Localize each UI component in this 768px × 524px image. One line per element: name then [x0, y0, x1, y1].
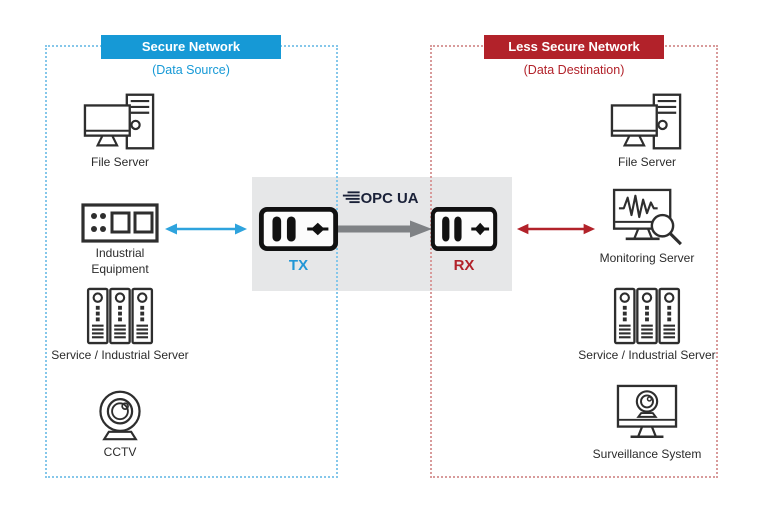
opc-ua-logo: OPC UA — [341, 187, 423, 212]
less-secure-network-title: Less Secure Network — [484, 35, 664, 59]
node-industrial-equipment: Industrial Equipment — [70, 203, 170, 277]
node-monitoring-server: Monitoring Server — [562, 188, 732, 267]
tx-device — [258, 206, 339, 257]
node-label: File Server — [617, 155, 676, 169]
rx-label: RX — [453, 257, 475, 274]
node-label: File Server — [90, 155, 149, 169]
file-server-icon — [610, 93, 682, 150]
tx-label: TX — [288, 257, 309, 274]
industrial-equipment-icon — [81, 203, 159, 243]
secure-network-title: Secure Network — [101, 35, 281, 59]
node-label: Industrial Equipment — [91, 246, 149, 276]
node-label: CCTV — [103, 445, 137, 459]
node-rack-server-right: Service / Industrial Server — [562, 287, 732, 364]
one-way-flow-arrow — [336, 220, 432, 243]
node-label: Monitoring Server — [599, 251, 695, 265]
monitoring-server-icon — [612, 188, 682, 246]
node-cctv: CCTV — [40, 388, 200, 461]
cctv-camera-icon — [99, 390, 141, 441]
file-server-icon — [83, 93, 155, 150]
double-arrow-icon — [516, 223, 596, 235]
data-diode-tx-icon — [258, 206, 339, 252]
rack-server-icon — [613, 287, 681, 345]
bidirectional-link-left — [164, 222, 248, 241]
less-secure-network-subtitle: (Data Destination) — [523, 63, 625, 77]
node-label: Surveillance System — [592, 447, 702, 461]
surveillance-system-icon — [616, 384, 678, 438]
rack-server-icon — [86, 287, 154, 345]
node-label: Service / Industrial Server — [578, 348, 716, 362]
data-diode-rx-icon — [430, 206, 498, 252]
node-surveillance-system: Surveillance System — [562, 384, 732, 463]
bidirectional-link-right — [516, 222, 596, 241]
node-file-server-left: File Server — [40, 92, 200, 171]
secure-network-subtitle: (Data Source) — [152, 63, 230, 77]
node-label: Service / Industrial Server — [51, 348, 189, 362]
node-rack-server-left: Service / Industrial Server — [35, 287, 205, 364]
rx-device — [430, 206, 498, 257]
double-arrow-icon — [165, 223, 247, 235]
node-file-server-right: File Server — [567, 92, 727, 171]
opc-ua-label: OPC UA — [361, 191, 419, 207]
